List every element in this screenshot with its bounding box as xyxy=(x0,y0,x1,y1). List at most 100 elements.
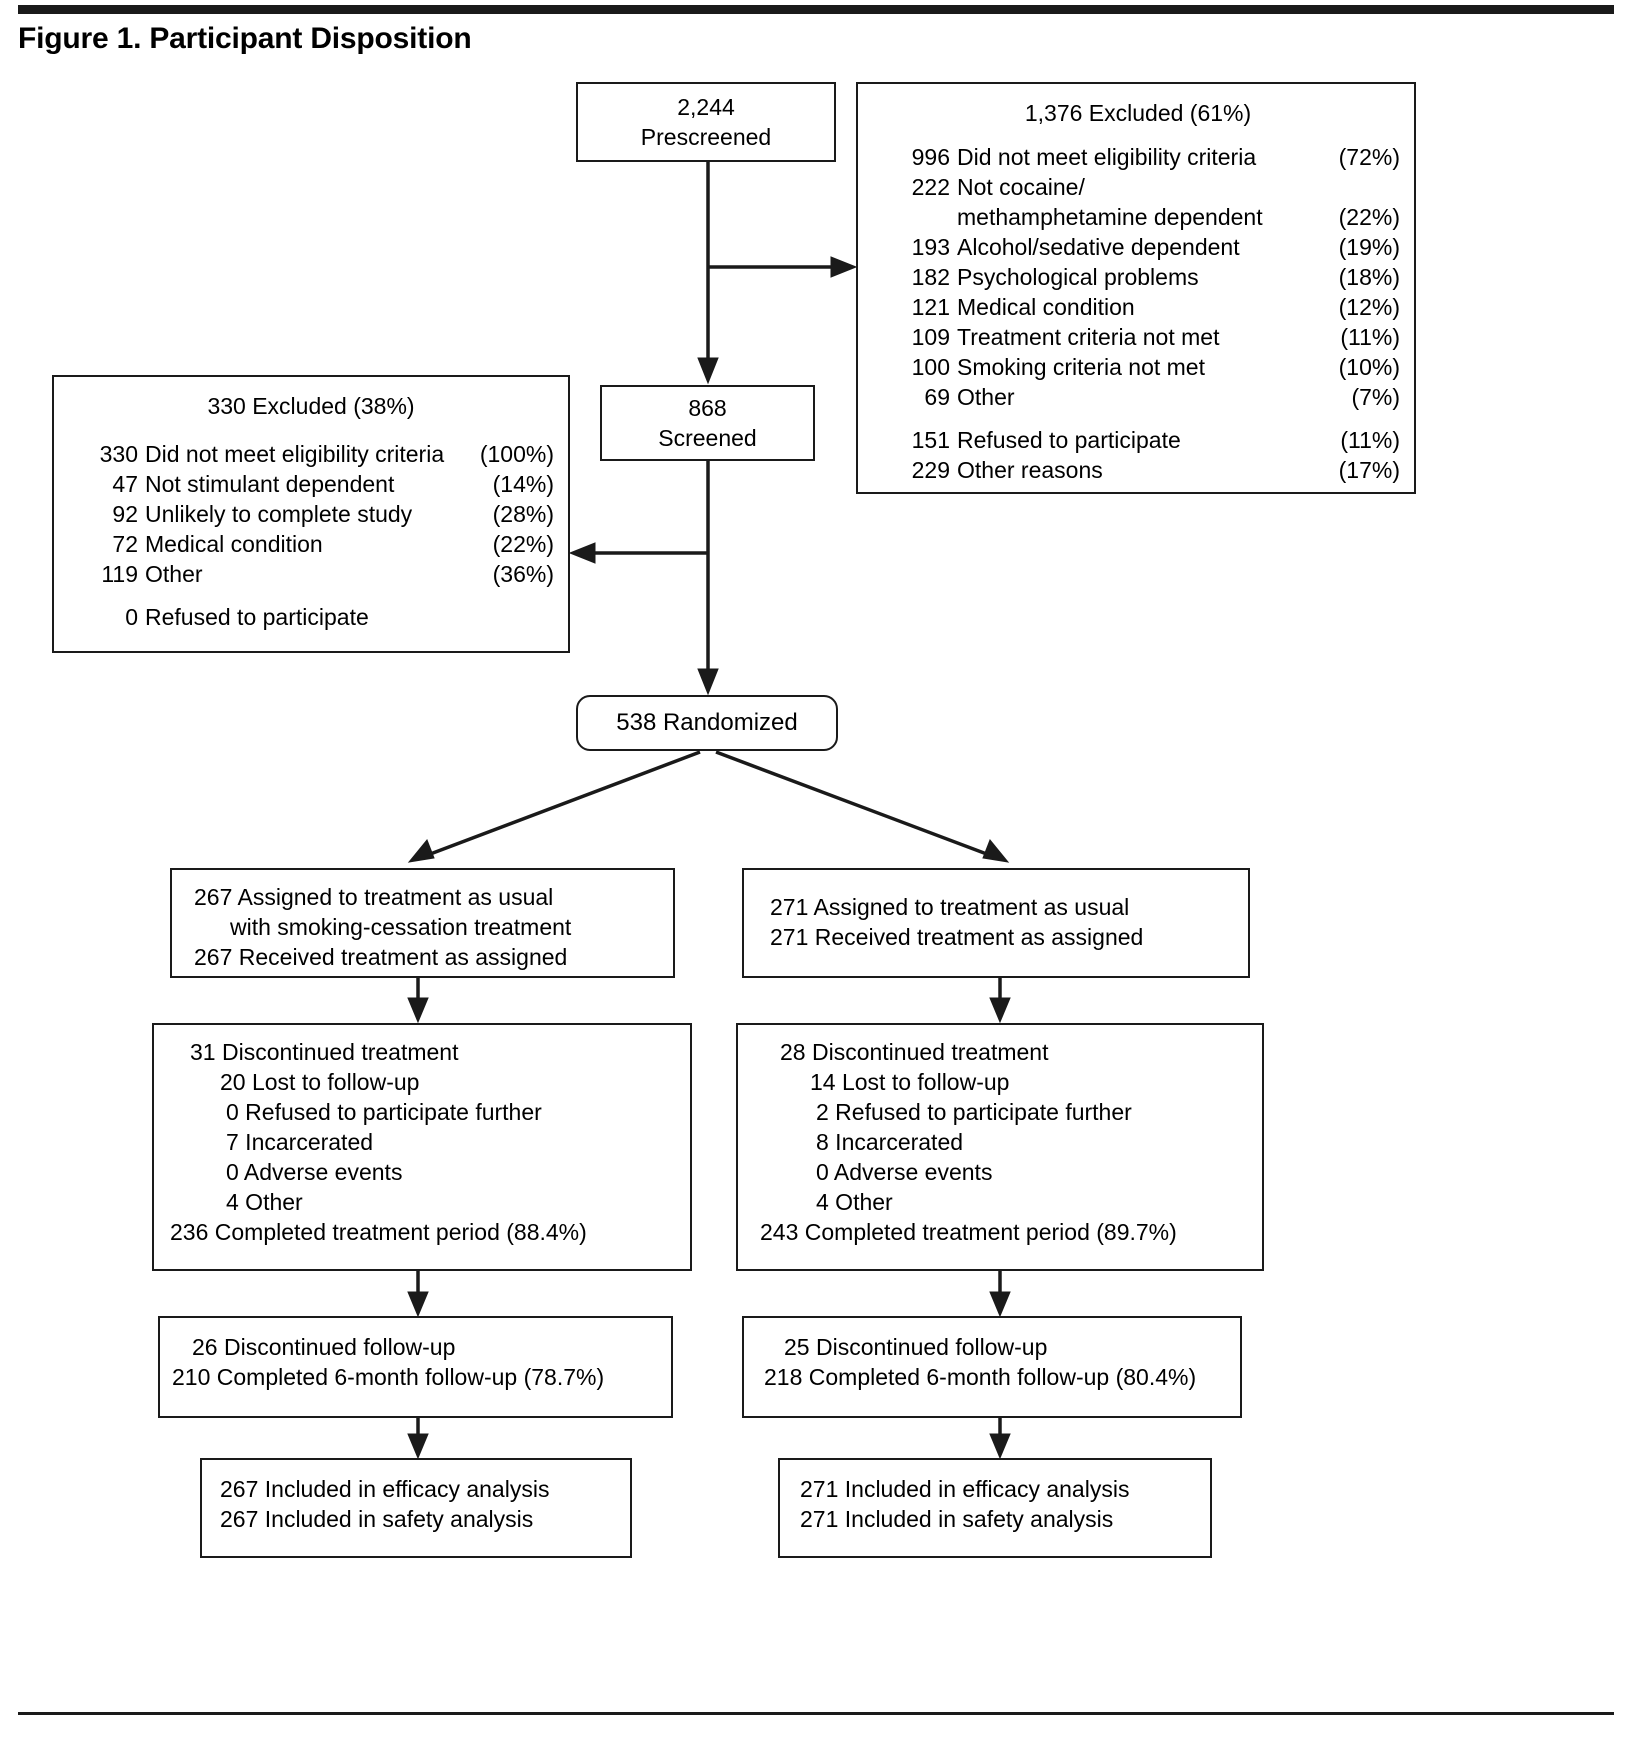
text-line: 243 Completed treatment period (89.7%) xyxy=(760,1219,1177,1245)
arrowhead-left-follow xyxy=(407,1291,429,1318)
exclusion-count: 222 xyxy=(911,174,950,200)
exclusion-reason: Not cocaine/ xyxy=(957,174,1085,200)
exclusion-count: 100 xyxy=(911,354,950,380)
exclusion-count: 109 xyxy=(911,324,950,350)
exclusion-percent: (7%) xyxy=(1351,384,1400,410)
exclusion-percent: (72%) xyxy=(1338,144,1400,170)
exclusion-row: 222 Not cocaine/ xyxy=(876,172,1400,202)
connector-random-to-right-arm xyxy=(715,750,993,858)
excluded-screen-header: 330 Excluded (38%) xyxy=(207,393,415,419)
exclusion-percent: (11%) xyxy=(1340,427,1400,453)
text-line: 4 Other xyxy=(816,1189,893,1215)
exclusion-percent: (22%) xyxy=(492,531,554,557)
text-line: 20 Lost to follow-up xyxy=(220,1069,420,1095)
bottom-rule xyxy=(18,1712,1614,1715)
arrowhead-left-disc xyxy=(407,997,429,1024)
page-title: Figure 1. Participant Disposition xyxy=(18,22,472,55)
exclusion-reason: Unlikely to complete study xyxy=(145,501,413,527)
arrowhead-into-left-arm xyxy=(407,839,435,863)
text-line: 267 Included in efficacy analysis xyxy=(220,1476,550,1502)
exclusion-row: 182 Psychological problems (18%) xyxy=(876,262,1400,292)
text-line: 267 Received treatment as assigned xyxy=(194,944,568,970)
arrowhead-into-screened xyxy=(697,357,719,385)
text-line: 0 Adverse events xyxy=(816,1159,993,1185)
screened-count: 868 xyxy=(688,395,727,421)
exclusion-reason: Did not meet eligibility criteria xyxy=(145,441,445,467)
text-line: 25 Discontinued follow-up xyxy=(784,1334,1048,1360)
exclusion-reason: Psychological problems xyxy=(957,264,1199,290)
arrowhead-into-excluded-prescreen xyxy=(830,256,858,278)
exclusion-count: 47 xyxy=(112,471,138,497)
prescreened-label: Prescreened xyxy=(640,124,772,150)
exclusion-reason: Medical condition xyxy=(957,294,1135,320)
exclusion-percent: (22%) xyxy=(1338,204,1400,230)
text-line: 210 Completed 6-month follow-up (78.7%) xyxy=(172,1364,605,1390)
arrowhead-into-right-arm xyxy=(982,839,1010,863)
text-line: 31 Discontinued treatment xyxy=(190,1039,459,1065)
exclusion-row: 119 Other (36%) xyxy=(68,559,554,589)
exclusion-percent: (17%) xyxy=(1338,457,1400,483)
box-right-followup: 25 Discontinued follow-up 218 Completed 6… xyxy=(742,1316,1242,1418)
box-excluded-screen: 330 Excluded (38%) 330 Did not meet eligi… xyxy=(52,375,570,653)
exclusion-row: methamphetamine dependent(22%) xyxy=(876,202,1400,232)
text-line: 271 Included in efficacy analysis xyxy=(800,1476,1130,1502)
arrowhead-left-analysis xyxy=(407,1433,429,1460)
exclusion-count: 92 xyxy=(112,501,138,527)
text-line: 7 Incarcerated xyxy=(226,1129,374,1155)
exclusion-count: 0 xyxy=(125,604,138,630)
exclusion-percent: (11%) xyxy=(1340,324,1400,350)
text-line: 4 Other xyxy=(226,1189,303,1215)
exclusion-reason: Alcohol/sedative dependent xyxy=(957,234,1240,260)
screened-label: Screened xyxy=(658,425,757,451)
text-line: with smoking-cessation treatment xyxy=(230,914,572,940)
exclusion-count: 119 xyxy=(101,561,138,587)
exclusion-reason: Not stimulant dependent xyxy=(145,471,395,497)
exclusion-percent: (100%) xyxy=(479,441,554,467)
exclusion-reason: Other xyxy=(145,561,203,587)
exclusion-row: 229 Other reasons (17%) xyxy=(876,455,1400,485)
exclusion-count: 69 xyxy=(924,384,950,410)
exclusion-count: 182 xyxy=(911,264,950,290)
exclusion-count: 330 xyxy=(99,441,138,467)
exclusion-reason: Did not meet eligibility criteria xyxy=(957,144,1257,170)
text-line: 28 Discontinued treatment xyxy=(780,1039,1049,1065)
arrowhead-right-follow xyxy=(989,1291,1011,1318)
text-line: 0 Adverse events xyxy=(226,1159,403,1185)
connector-random-to-left-arm xyxy=(424,750,701,858)
text-line: 0 Refused to participate further xyxy=(226,1099,542,1125)
text-line: 26 Discontinued follow-up xyxy=(192,1334,456,1360)
exclusion-percent: (18%) xyxy=(1338,264,1400,290)
arrowhead-into-randomized xyxy=(697,668,719,696)
prescreened-count: 2,244 xyxy=(677,94,735,120)
text-line: 218 Completed 6-month follow-up (80.4%) xyxy=(764,1364,1197,1390)
right-followup-list: 25 Discontinued follow-up 218 Completed 6… xyxy=(764,1332,1240,1392)
exclusion-reason: Other reasons xyxy=(957,457,1103,483)
left-followup-list: 26 Discontinued follow-up 210 Completed 6… xyxy=(172,1332,671,1392)
text-line: 8 Incarcerated xyxy=(816,1129,964,1155)
exclusion-reason: Smoking criteria not met xyxy=(957,354,1205,380)
text-line: 271 Assigned to treatment as usual xyxy=(770,894,1130,920)
exclusion-count: 229 xyxy=(911,457,950,483)
exclusion-percent: (36%) xyxy=(492,561,554,587)
text-line: 2 Refused to participate further xyxy=(816,1099,1132,1125)
exclusion-count: 996 xyxy=(911,144,950,170)
